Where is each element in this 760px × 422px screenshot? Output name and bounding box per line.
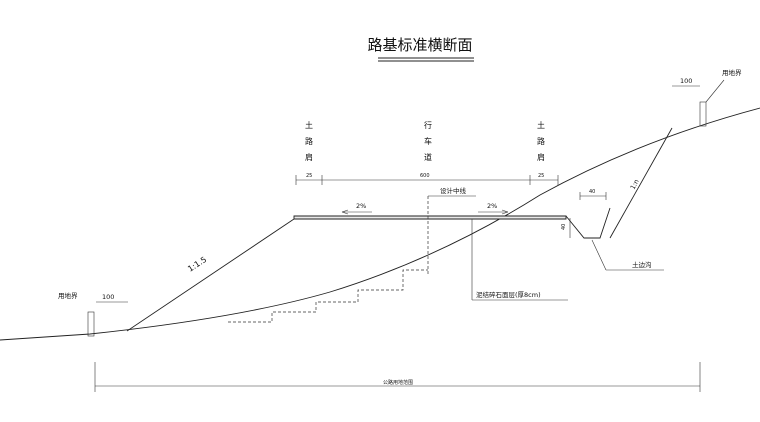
carriageway-char-2: 车 bbox=[424, 136, 432, 146]
land-right-dim-label: 100 bbox=[680, 77, 692, 85]
ditch-width-label: 40 bbox=[589, 189, 595, 195]
drawing-title: 路基标准横断面 bbox=[367, 36, 472, 54]
pavement-layer bbox=[293, 215, 567, 220]
shoulder-left-char-2: 路 bbox=[305, 136, 313, 146]
land-right-label: 用地界 bbox=[722, 68, 742, 77]
centerline-label: 设计中线 bbox=[440, 186, 467, 195]
fill-slope-label: 1:1.5 bbox=[186, 255, 208, 274]
slope-left-label: 2% bbox=[356, 202, 366, 210]
land-left-dim-label: 100 bbox=[102, 293, 114, 301]
carriageway-char-3: 道 bbox=[424, 152, 432, 162]
land-marker-left bbox=[87, 311, 95, 337]
land-marker-right bbox=[699, 101, 707, 127]
fill-slope-line bbox=[126, 218, 295, 332]
cut-slope-line bbox=[609, 127, 673, 239]
pavement-note: 泥结碎石面层(厚8cm) bbox=[476, 290, 541, 299]
earth-ditch bbox=[565, 207, 611, 239]
cut-slope-label: 1:n bbox=[629, 178, 641, 191]
slope-arrow-right-head bbox=[501, 209, 509, 215]
land-left-label: 用地界 bbox=[58, 291, 78, 300]
ditch-label: 土边沟 bbox=[632, 260, 652, 269]
benching-steps bbox=[228, 269, 428, 323]
slope-right-label: 2% bbox=[487, 202, 497, 210]
dim-shoulder-right: 25 bbox=[538, 173, 544, 179]
shoulder-right-char-3: 肩 bbox=[537, 152, 545, 162]
natural-ground-line bbox=[0, 107, 760, 341]
shoulder-left-char-3: 肩 bbox=[305, 152, 313, 162]
carriageway-char-1: 行 bbox=[424, 120, 432, 130]
shoulder-right-char-1: 土 bbox=[537, 120, 545, 130]
slope-arrow-left-head bbox=[341, 209, 349, 215]
dim-carriageway: 600 bbox=[420, 173, 430, 179]
shoulder-right-char-2: 路 bbox=[537, 136, 545, 146]
land-right-leader bbox=[705, 79, 725, 103]
shoulder-left-char-1: 土 bbox=[305, 120, 313, 130]
ditch-leader bbox=[591, 239, 607, 271]
ditch-depth-label: 40 bbox=[561, 224, 567, 230]
land-range-label: 公路用地范围 bbox=[383, 379, 413, 386]
dim-shoulder-left: 25 bbox=[306, 173, 312, 179]
